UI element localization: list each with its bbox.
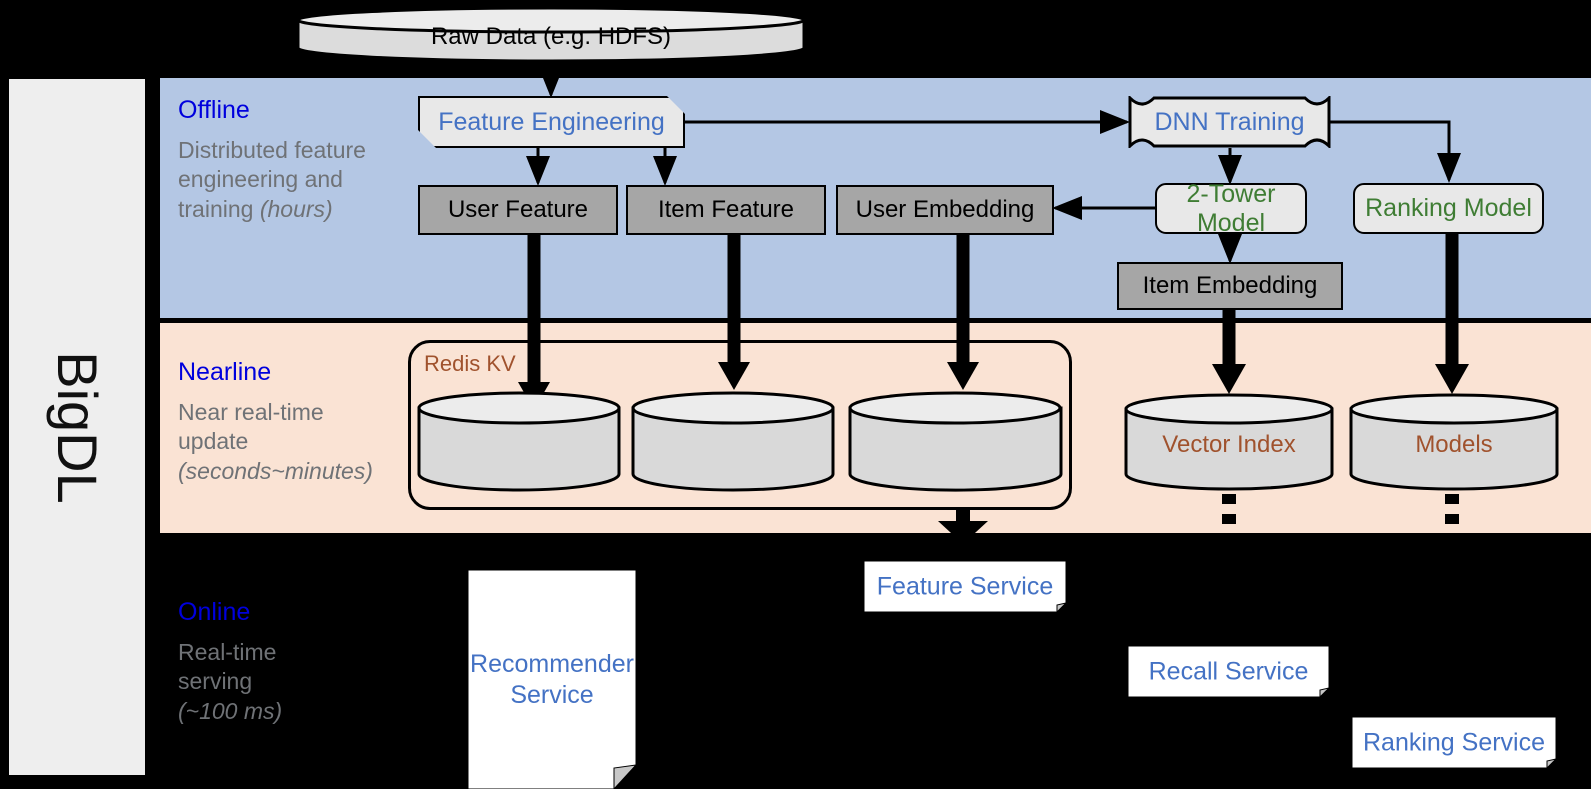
node-store-item-feature[interactable]	[631, 390, 835, 492]
band-offline-desc-line1: Distributed feature	[178, 137, 366, 163]
band-nearline-description: Near real-time update (seconds~minutes)	[178, 398, 408, 486]
raw-data-cylinder-icon	[296, 6, 806, 62]
item-embedding-label: Item Embedding	[1142, 272, 1318, 300]
node-models[interactable]: Models	[1349, 392, 1559, 491]
node-recall-service[interactable]: Recall Service	[1128, 646, 1329, 697]
band-nearline-text: Nearline Near real-time update (seconds~…	[178, 358, 408, 486]
bigdl-label: BigDL	[45, 350, 109, 504]
dnn-training-label: DNN Training	[1154, 107, 1305, 136]
node-feature-engineering[interactable]: Feature Engineering	[418, 96, 685, 148]
band-offline-desc-line2: engineering and	[178, 166, 343, 193]
two-tower-model-label: 2-Tower Model	[1186, 179, 1276, 237]
node-recommender-service[interactable]: Recommender Service	[468, 570, 636, 789]
node-raw-data[interactable]: Raw Data (e.g. HDFS)	[296, 6, 806, 62]
band-offline-title: Offline	[178, 96, 250, 124]
ranking-model-label: Ranking Model	[1365, 194, 1532, 223]
band-offline-desc-line3: training	[178, 195, 260, 222]
raw-data-label: Raw Data (e.g. HDFS)	[430, 22, 672, 50]
recommender-service-label: Recommender Service	[468, 648, 636, 711]
node-feature-service[interactable]: Feature Service	[864, 561, 1066, 612]
band-nearline-desc-em: (seconds~minutes)	[178, 457, 373, 484]
node-user-feature[interactable]: User Feature	[418, 185, 618, 235]
user-feature-label: User Feature	[447, 196, 589, 224]
node-item-embedding[interactable]: Item Embedding	[1117, 262, 1343, 310]
band-nearline-title: Nearline	[178, 358, 272, 386]
user-embedding-store-cylinder-icon	[848, 391, 1063, 492]
band-online-desc-em: (~100 ms)	[178, 697, 283, 724]
item-feature-label: Item Feature	[657, 196, 795, 224]
feature-service-label: Feature Service	[876, 571, 1054, 600]
band-nearline-desc-line1: Near real-time	[178, 399, 324, 425]
bigdl-panel: BigDL	[8, 78, 146, 776]
band-online-title: Online	[178, 598, 251, 626]
node-dnn-training[interactable]: DNN Training	[1128, 96, 1331, 148]
user-embedding-label: User Embedding	[855, 196, 1035, 224]
feature-service-document-icon	[864, 561, 1066, 612]
node-two-tower-model[interactable]: 2-Tower Model	[1155, 180, 1307, 237]
band-online-desc-line1: Real-time	[178, 639, 277, 665]
node-store-user-embedding[interactable]	[848, 390, 1063, 492]
node-vector-index[interactable]: Vector Index	[1124, 392, 1334, 491]
recommender-service-line1: Recommender	[470, 649, 634, 678]
node-redis-kv-container[interactable]	[408, 340, 1072, 510]
node-ranking-model[interactable]: Ranking Model	[1353, 183, 1544, 234]
vector-index-label: Vector Index	[1162, 430, 1296, 458]
dnn-training-shape-icon	[1128, 96, 1331, 148]
node-store-user-feature[interactable]	[417, 390, 621, 492]
recommender-service-document-icon	[468, 570, 636, 789]
recommender-service-line2: Service	[510, 680, 594, 709]
redis-kv-label: Redis KV	[424, 351, 516, 376]
user-feature-store-cylinder-icon	[417, 391, 621, 492]
band-online-description: Real-time serving (~100 ms)	[178, 638, 408, 726]
ranking-service-label: Ranking Service	[1362, 727, 1546, 756]
vector-index-cylinder-icon	[1124, 393, 1334, 491]
band-offline-description: Distributed feature engineering and trai…	[178, 136, 408, 224]
item-feature-store-cylinder-icon	[631, 391, 835, 492]
band-nearline-desc-line2: update	[178, 428, 249, 455]
models-label: Models	[1415, 430, 1493, 458]
ranking-service-document-icon	[1352, 717, 1556, 768]
node-user-embedding[interactable]: User Embedding	[836, 185, 1054, 235]
models-cylinder-icon	[1349, 393, 1559, 491]
band-online-text: Online Real-time serving (~100 ms)	[178, 598, 408, 726]
feature-engineering-label: Feature Engineering	[438, 107, 665, 136]
recall-service-label: Recall Service	[1148, 656, 1309, 685]
node-item-feature[interactable]: Item Feature	[626, 185, 826, 235]
band-offline-text: Offline Distributed feature engineering …	[178, 96, 408, 224]
band-online-desc-line2: serving	[178, 668, 253, 695]
node-ranking-service[interactable]: Ranking Service	[1352, 717, 1556, 768]
band-offline-desc-em: (hours)	[259, 195, 333, 222]
recall-service-document-icon	[1128, 646, 1329, 697]
